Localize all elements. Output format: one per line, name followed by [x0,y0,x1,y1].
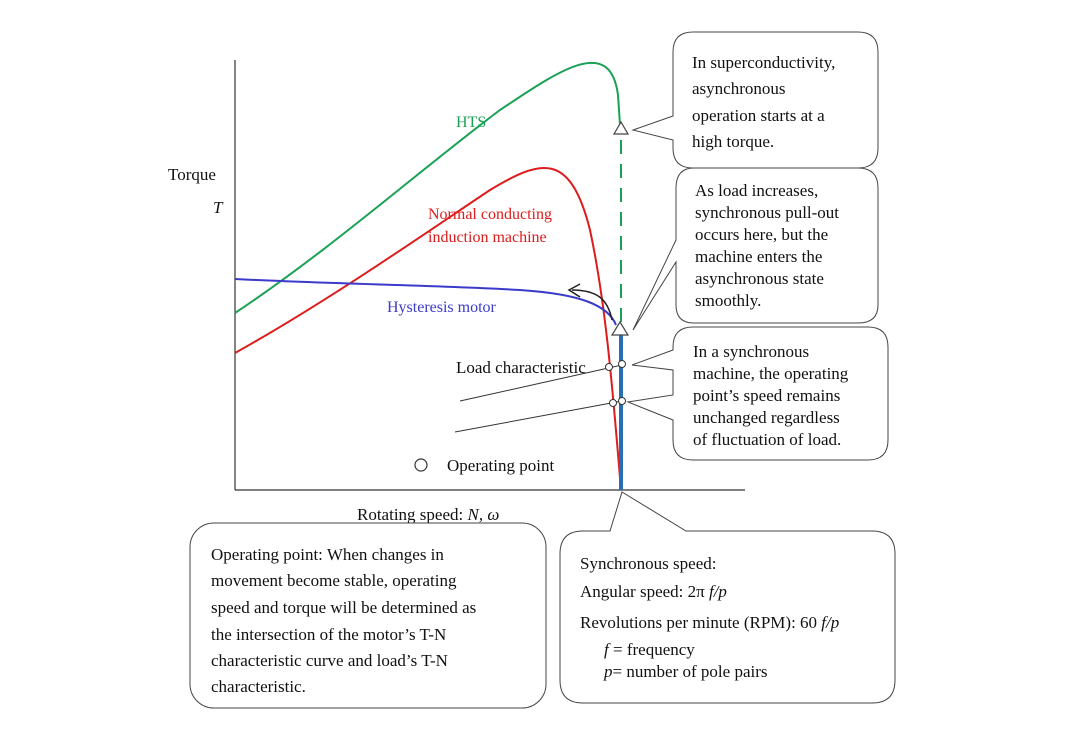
svg-text:the intersection of the motor’: the intersection of the motor’s T-N [211,625,446,644]
load-characteristic-label: Load characteristic [456,358,586,377]
operating-point-marker [618,360,626,368]
svg-text:of fluctuation of load.: of fluctuation of load. [693,430,841,449]
callout-sync-speed-text: Synchronous speed: Angular speed: 2π f/p… [580,554,839,681]
svg-text:machine enters the: machine enters the [695,247,822,266]
callout-operating-point-text: Operating point: When changes in movemen… [211,545,476,696]
load-line-upper [459,364,623,402]
induction-machine-label: induction machine [428,229,547,246]
operating-point-marker [618,397,626,405]
callout-pullout-text: As load increases, synchronous pull-out … [695,181,839,310]
callout-synchronous-text: In a synchronous machine, the operating … [693,342,849,449]
callout-pullout-box [632,167,879,331]
svg-text:occurs here, but the: occurs here, but the [695,225,828,244]
normal-conducting-curve [234,166,622,491]
pullout-arrow-head [567,283,581,298]
hts-label: HTS [456,114,486,131]
pullout-arrow [571,289,613,321]
legend-operating-point-symbol [414,458,428,472]
svg-text:p= number of pole pairs: p= number of pole pairs [603,662,768,681]
svg-text:As load increases,: As load increases, [695,181,818,200]
y-axis-label: Torque [168,165,216,184]
svg-text:operation starts at a: operation starts at a [692,106,825,125]
legend-operating-point-text: Operating point [447,456,554,475]
svg-text:characteristic.: characteristic. [211,677,306,696]
callout-sync-speed-box [559,491,896,704]
svg-text:f = frequency: f = frequency [604,640,695,659]
callout-synchronous-box [626,326,889,461]
svg-text:In superconductivity,: In superconductivity, [692,53,835,72]
hysteresis-label: Hysteresis motor [387,299,497,316]
svg-text:movement become stable, operat: movement become stable, operating [211,571,457,590]
hysteresis-curve [234,278,617,326]
hts-start-marker [612,120,630,135]
svg-text:point’s speed remains: point’s speed remains [693,386,840,405]
svg-text:unchanged regardless: unchanged regardless [693,408,840,427]
load-line-lower [454,400,623,433]
svg-text:smoothly.: smoothly. [695,291,761,310]
svg-text:synchronous pull-out: synchronous pull-out [695,203,839,222]
svg-text:Revolutions per minute (RPM):: Revolutions per minute (RPM): 60 f/p [580,613,839,632]
normal-conducting-label: Normal conducting [428,206,552,223]
svg-text:asynchronous state: asynchronous state [695,269,824,288]
svg-text:high torque.: high torque. [692,132,774,151]
operating-point-marker [605,363,613,371]
svg-text:Operating point: When changes: Operating point: When changes in [211,545,444,564]
svg-text:characteristic curve and load’: characteristic curve and load’s T-N [211,651,448,670]
y-axis-symbol: T [213,198,224,217]
svg-text:Angular speed: 2π f/p: Angular speed: 2π f/p [580,582,727,601]
callout-superconductivity-text: In superconductivity, asynchronous opera… [692,53,835,151]
svg-text:asynchronous: asynchronous [692,79,785,98]
hts-curve [234,61,621,314]
pullout-marker [610,320,630,336]
svg-text:In a synchronous: In a synchronous [693,342,809,361]
operating-point-marker [609,399,617,407]
svg-text:Synchronous speed:: Synchronous speed: [580,554,716,573]
svg-text:speed and torque will be deter: speed and torque will be determined as [211,598,476,617]
svg-text:machine, the operating: machine, the operating [693,364,849,383]
callout-operating-point-box [189,522,547,709]
x-axis-label: Rotating speed: N, ω [357,505,499,524]
